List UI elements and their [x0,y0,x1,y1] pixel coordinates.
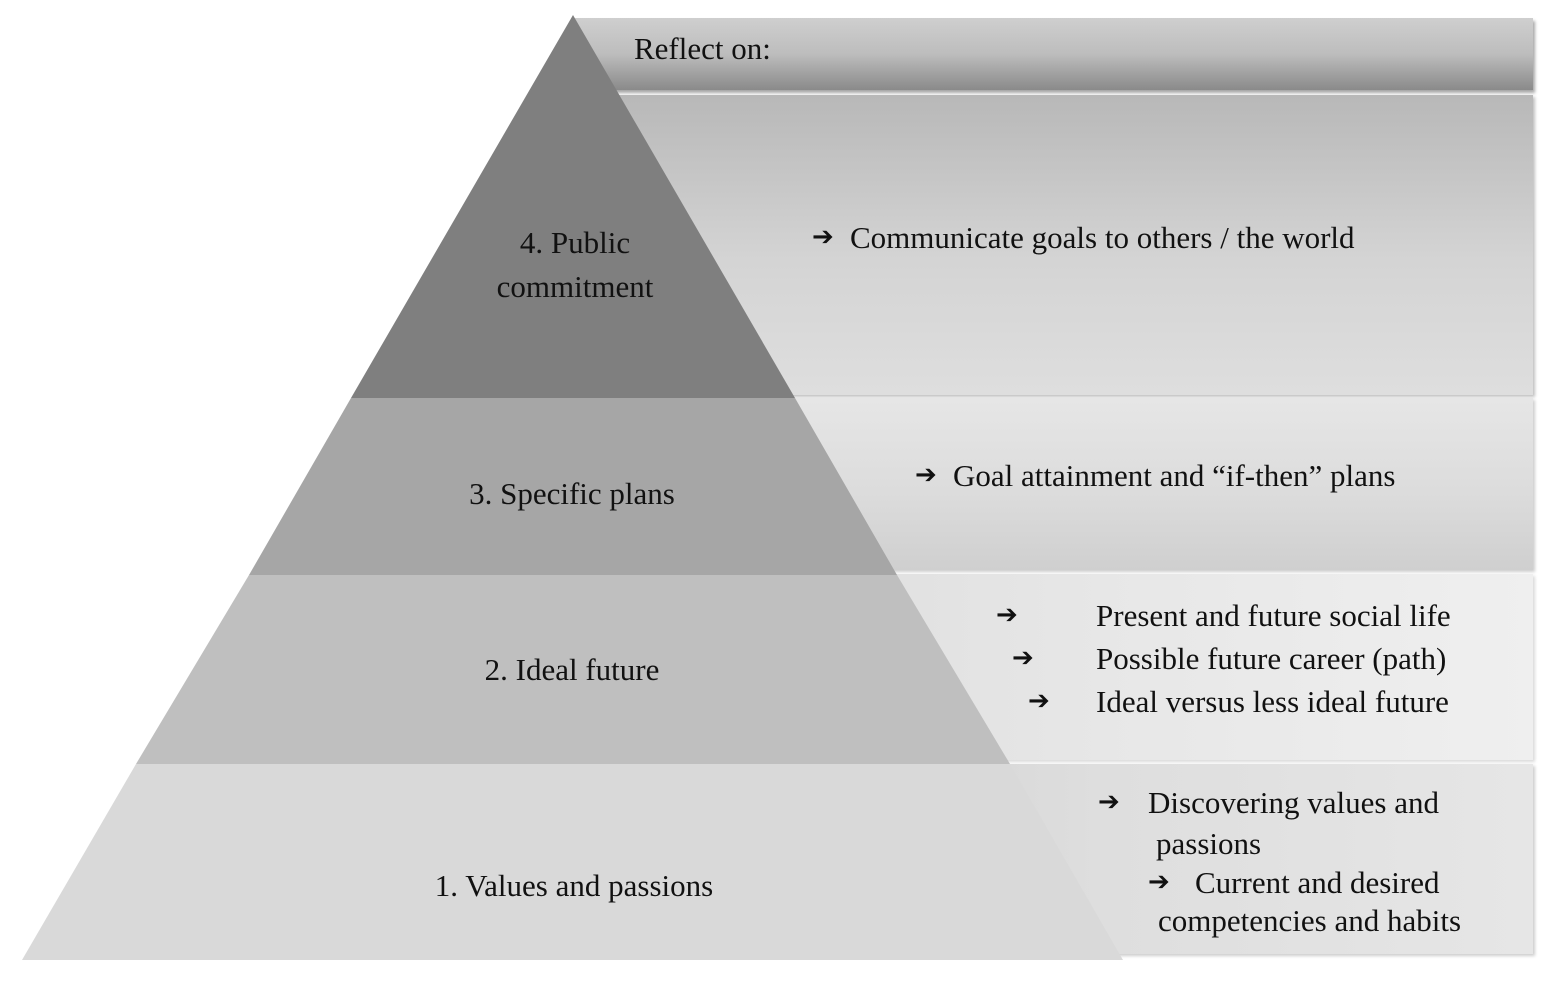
arrow-icon: ➔ [996,600,1018,630]
pyramid-tier-3 [249,398,897,575]
level2-item: Ideal versus less ideal future [1096,684,1449,719]
arrow-icon: ➔ [812,222,834,252]
arrow-icon: ➔ [1012,643,1034,673]
arrow-icon: ➔ [1098,787,1120,817]
level1-item: Discovering values and [1148,785,1439,820]
level4-item: Communicate goals to others / the world [850,220,1355,255]
level4-label-line2: commitment [496,269,654,304]
pyramid-tier-4 [351,15,795,398]
arrow-icon: ➔ [1028,686,1050,716]
level2-item: Possible future career (path) [1096,641,1447,676]
level2-item: Present and future social life [1096,598,1451,633]
level1-item: Current and desired [1195,865,1440,900]
pyramid-tier-1 [22,764,1123,960]
level2-label: 2. Ideal future [484,652,660,687]
level1-label: 1. Values and passions [434,868,714,903]
pyramid-tier-2 [136,575,1010,764]
level3-label: 3. Specific plans [469,476,675,511]
reflect-on-header-panel [575,18,1533,90]
level4-label-line1: 4. Public [519,225,631,260]
arrow-icon: ➔ [915,460,937,490]
level1-item: competencies and habits [1158,903,1462,938]
arrow-icon: ➔ [1148,867,1170,897]
level3-item: Goal attainment and “if-then” plans [953,458,1396,493]
level1-item: passions [1156,826,1262,861]
reflect-on-label: Reflect on: [634,31,771,66]
